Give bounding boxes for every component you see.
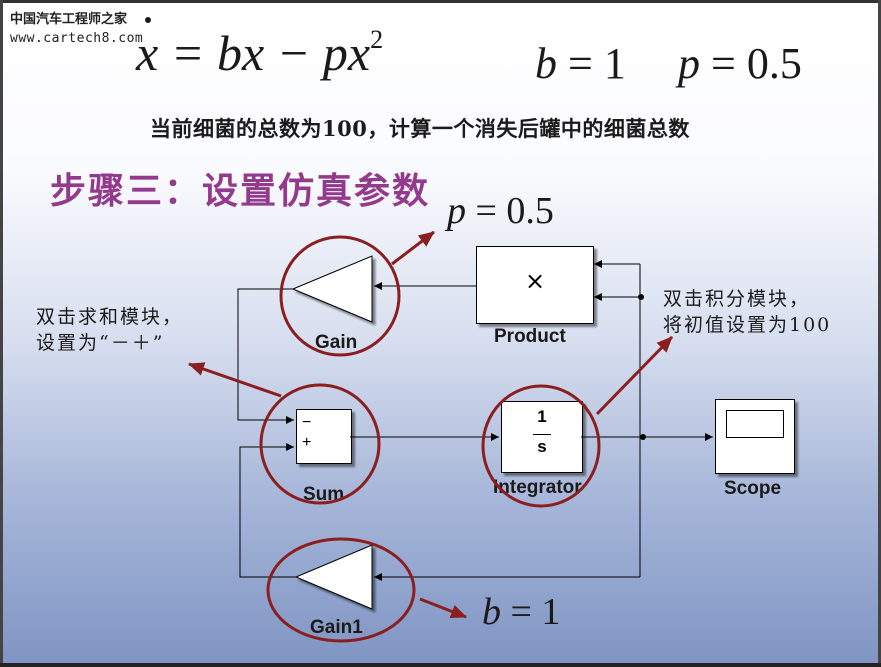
integrator-instruction-note: 双击积分模块， 将初值设置为100 [663,286,831,338]
main-equation: x = bx − px2 [136,17,384,82]
sum-instruction-note: 双击求和模块， 设置为“－＋” [36,304,183,356]
gain1-value: 1 [341,563,350,580]
signal-gain-to-sum [237,288,294,424]
gain1-block[interactable] [294,544,373,610]
frame-left-border [0,0,3,667]
watermark-title: 中国汽车工程师之家 [10,12,128,27]
frame-bottom-border [0,663,881,667]
product-block[interactable]: × [476,246,594,324]
sum-callout-arrow [188,362,282,398]
gain-value: 0.5 [330,279,351,296]
param-p-value: = 0.5 [711,39,802,88]
integrator-denominator: s [537,437,547,456]
derivative-dot [145,17,151,23]
equation-rhs: = bx − px [170,25,371,81]
integrator-block[interactable]: 1 s [501,401,583,473]
gain-param-value: = 0.5 [475,190,554,232]
step-title: 步骤三：设置仿真参数 [50,171,431,212]
watermark-url: www.cartech8.com [10,31,144,46]
gain-callout-arrow [391,230,435,266]
equation-exponent: 2 [370,25,384,54]
param-p-symbol: p [678,39,700,88]
signal-gain1-to-sum [239,443,296,578]
integrator-callout-arrow [595,335,674,416]
product-label: Product [494,326,566,347]
sum-block[interactable]: − + [296,409,352,464]
integrator-note-line-2: 将初值设置为100 [663,314,832,336]
integrator-note-line-1: 双击积分模块， [663,288,811,310]
gain-label: Gain [315,332,358,353]
integrator-fraction-bar [533,434,551,435]
gain1-label: Gain1 [310,617,363,638]
sum-sign-plus: + [302,434,312,451]
problem-statement: 当前细菌的总数为100，计算一个消失后罐中的细菌总数 [150,116,690,141]
param-b-value: = 1 [568,39,626,88]
frame-right-border [878,0,881,667]
equation-lhs: x [136,17,158,81]
scope-label: Scope [724,478,782,499]
param-b-symbol: b [535,39,557,88]
sum-label: Sum [303,484,345,505]
param-b: b = 1 [535,38,626,89]
scope-block[interactable] [715,399,795,474]
gain1-param-label: b = 1 [482,590,560,634]
gain1-param-symbol: b [482,591,501,633]
sum-note-line-2: 设置为“－＋” [36,332,165,354]
product-symbol: × [524,267,546,295]
param-p: p = 0.5 [678,38,802,89]
integrator-numerator: 1 [537,407,547,426]
scope-screen [726,410,784,438]
integrator-label: Integrator [493,477,582,498]
gain-param-label: p = 0.5 [447,189,554,233]
gain1-param-value: = 1 [510,591,561,633]
gain1-callout-arrow [419,597,467,619]
sum-note-line-1: 双击求和模块， [36,306,184,328]
gain-param-symbol: p [447,190,466,232]
frame-top-border [0,0,881,3]
sum-sign-minus: − [302,414,312,431]
branch-point-scope [640,434,646,440]
branch-point-product [638,294,644,300]
